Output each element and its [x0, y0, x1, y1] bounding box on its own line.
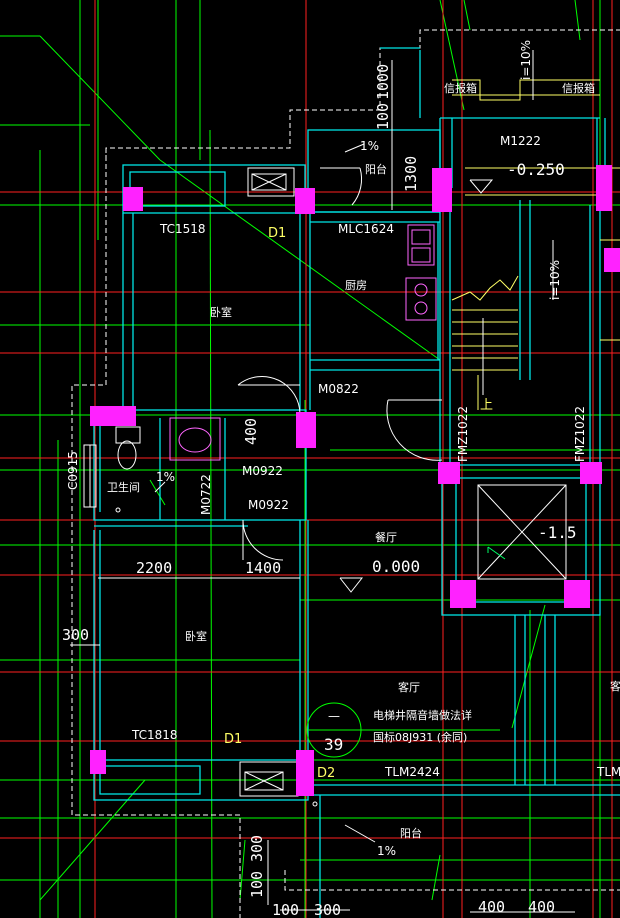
fixture-outlines	[83, 167, 567, 807]
door-m0822: M0822	[318, 382, 359, 396]
slope-balcony-top: 1%	[360, 139, 379, 153]
room-bedroom-top: 卧室	[210, 305, 232, 319]
walls	[93, 47, 620, 918]
elevation-stair-hall: -0.250	[507, 160, 565, 179]
door-m1222: M1222	[500, 134, 541, 148]
window-tc1518: TC1518	[159, 222, 206, 236]
door-m0922-a: M0922	[242, 464, 283, 478]
door-d2: D2	[317, 766, 335, 781]
slope-entry-ramp: i=10%	[519, 40, 533, 80]
elevator-note-line2: 国标08J931 (余同)	[373, 730, 467, 744]
stair-up-label: 上	[480, 398, 493, 413]
dim-2200: 2200	[136, 559, 172, 577]
window-c0915: C0915	[66, 451, 80, 490]
door-m0722: M0722	[199, 474, 213, 515]
door-fmz1022-right: FMZ1022	[573, 406, 587, 462]
room-bedroom-bottom: 卧室	[185, 629, 207, 643]
dim-1300: 1300	[402, 156, 420, 192]
slope-balcony-bottom: 1%	[377, 844, 396, 858]
detail-number: 39	[324, 735, 343, 754]
elevator-note-line1: 电梯井隔音墙做法详	[373, 708, 472, 722]
dim-100-bottom: 100	[248, 871, 266, 898]
room-dining: 餐厅	[375, 530, 397, 544]
room-bathroom: 卫生间	[107, 480, 140, 494]
room-living-right: 客	[610, 679, 620, 693]
room-kitchen: 厨房	[345, 279, 367, 292]
dimension-lines	[70, 60, 575, 913]
room-balcony-top: 阳台	[365, 162, 387, 176]
outer-outline	[71, 29, 620, 918]
elevation-living-floor: 0.000	[372, 557, 420, 576]
kitchen-fixtures	[169, 224, 437, 461]
detail-dash: —	[328, 709, 340, 723]
door-mlc1624: MLC1624	[338, 222, 394, 236]
dim-100-top: 100	[374, 103, 392, 130]
elevation-markers	[339, 179, 494, 593]
dim-300-left: 300	[62, 626, 89, 644]
dim-400-left: 400	[478, 898, 505, 916]
slope-bathroom: 1%	[156, 470, 175, 484]
dim-300-horizontal: 300	[314, 901, 341, 918]
door-d1-top: D1	[268, 226, 286, 241]
dim-100-horizontal: 100	[272, 901, 299, 918]
room-balcony-bottom: 阳台	[400, 826, 422, 840]
elevation-elevator-pit: -1.5	[538, 523, 577, 542]
structural-columns	[90, 165, 620, 796]
dim-400: 400	[242, 418, 260, 445]
mailbox-left: 信报箱	[444, 81, 477, 95]
detail-callout	[306, 702, 500, 758]
room-living: 客厅	[398, 680, 420, 694]
slope-stair-ramp: i=10%	[548, 260, 562, 300]
door-tlm2424: TLM2424	[384, 765, 440, 779]
mailbox-right: 信报箱	[562, 81, 595, 95]
direction-arrows	[154, 50, 554, 843]
door-tlm-right: TLM	[596, 765, 620, 779]
dim-1000: 1000	[374, 64, 392, 100]
dim-300-vertical: 300	[248, 835, 266, 862]
door-d1-bottom: D1	[224, 732, 242, 747]
door-fmz1022-left: FMZ1022	[456, 406, 470, 462]
window-tc1818: TC1818	[131, 728, 178, 742]
elevator-marker	[487, 546, 506, 560]
door-m0922-b: M0922	[248, 498, 289, 512]
dim-400-right: 400	[528, 898, 555, 916]
dim-1400: 1400	[245, 559, 281, 577]
